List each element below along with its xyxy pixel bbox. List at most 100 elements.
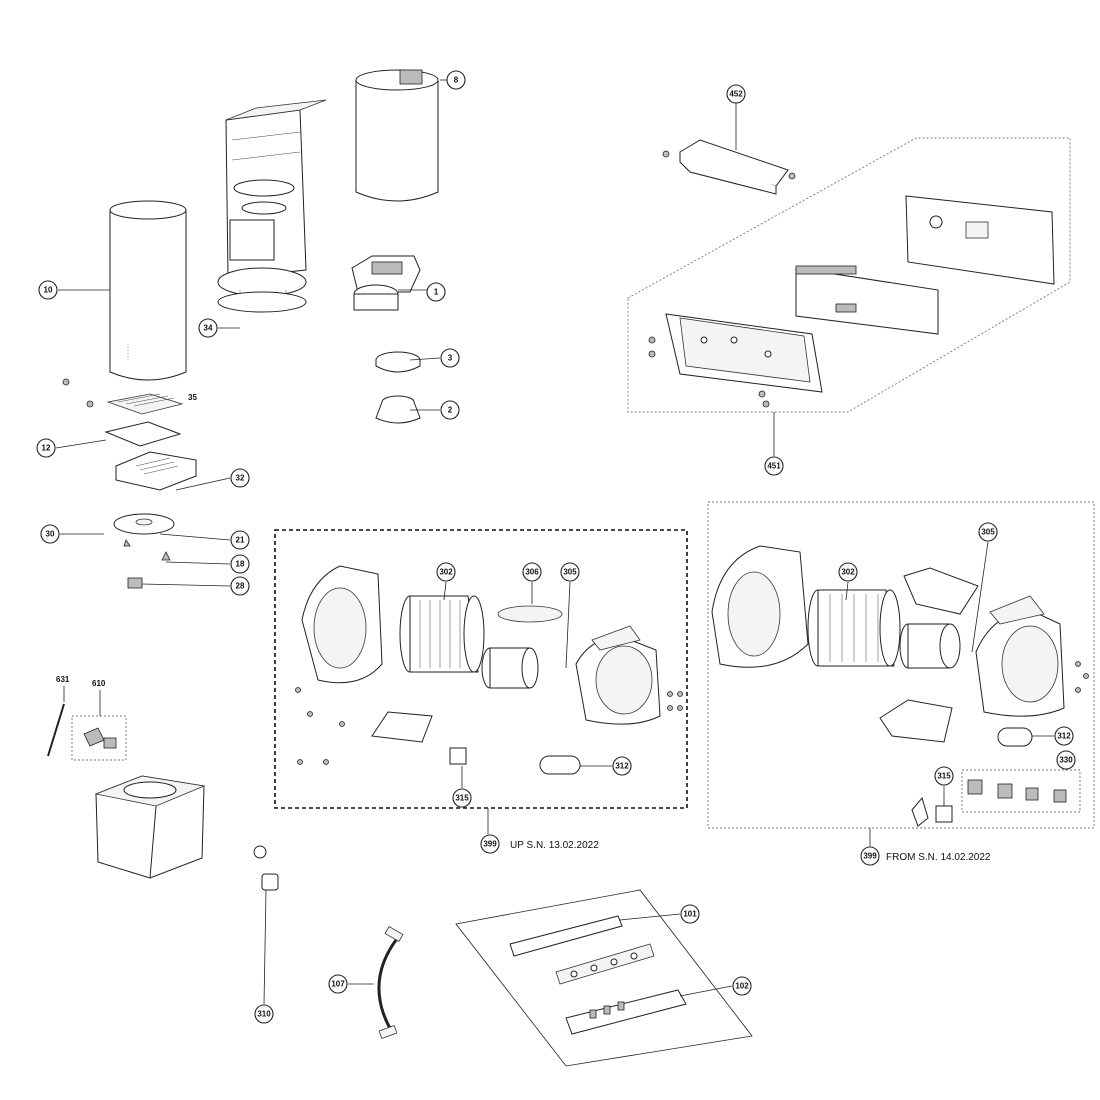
plenum-box — [94, 775, 206, 879]
svg-text:2: 2 — [448, 406, 453, 415]
gasket-306 — [497, 605, 563, 623]
callout-28: 28 — [230, 576, 250, 596]
svg-text:315: 315 — [937, 772, 951, 781]
impeller-302-a — [399, 595, 485, 673]
svg-text:305: 305 — [981, 528, 995, 537]
ring-3 — [375, 351, 421, 373]
callout-107: 107 — [328, 974, 348, 994]
bracket-a — [371, 711, 433, 743]
callout-302-a: 302 — [436, 562, 456, 582]
svg-text:28: 28 — [236, 582, 245, 591]
svg-text:30: 30 — [46, 530, 55, 539]
svg-text:399: 399 — [863, 852, 877, 861]
svg-text:32: 32 — [236, 474, 245, 483]
blower-shell-right-a — [575, 625, 661, 725]
callout-3: 3 — [440, 348, 460, 368]
motor-b — [899, 623, 961, 669]
callout-21: 21 — [230, 530, 250, 550]
cover-top-b — [903, 567, 979, 615]
caption-up-to: UP S.N. 13.02.2022 — [510, 840, 599, 851]
motor-housing-1 — [351, 255, 421, 311]
light-strip-107 — [377, 925, 404, 1040]
svg-text:312: 312 — [615, 762, 629, 771]
svg-text:302: 302 — [439, 568, 453, 577]
callout-10: 10 — [38, 280, 58, 300]
svg-text:3: 3 — [448, 354, 453, 363]
capacitor-312-a — [539, 755, 581, 775]
svg-text:306: 306 — [525, 568, 539, 577]
switch-315-a — [449, 747, 467, 765]
callout-306: 306 — [522, 562, 542, 582]
callout-30: 30 — [40, 524, 60, 544]
callout-315-a: 315 — [452, 788, 472, 808]
base-ring-21 — [113, 513, 175, 535]
svg-text:12: 12 — [42, 444, 51, 453]
adapter-2 — [375, 395, 421, 424]
label-35: 35 — [188, 393, 197, 402]
blower-shell-left-b — [711, 545, 809, 668]
callout-315-b: 315 — [934, 766, 954, 786]
svg-text:399: 399 — [483, 840, 497, 849]
pcb-middle — [555, 943, 655, 985]
svg-text:101: 101 — [683, 910, 697, 919]
callout-8: 8 — [446, 70, 466, 90]
callout-101: 101 — [680, 904, 700, 924]
capacitor-312-b — [997, 727, 1033, 747]
callout-302-b: 302 — [838, 562, 858, 582]
svg-text:305: 305 — [563, 568, 577, 577]
callout-310: 310 — [254, 1004, 274, 1024]
callout-399-b: 399 — [860, 846, 880, 866]
callout-399-a: 399 — [480, 834, 500, 854]
svg-text:452: 452 — [729, 90, 743, 99]
callout-12: 12 — [36, 438, 56, 458]
cylinder-cover-10 — [109, 200, 187, 381]
svg-text:8: 8 — [454, 76, 459, 85]
blower-shell-left-a — [301, 565, 383, 684]
callout-452: 452 — [726, 84, 746, 104]
label-610: 610 — [92, 679, 106, 688]
callout-2: 2 — [440, 400, 460, 420]
callout-1: 1 — [426, 282, 446, 302]
callout-312-b: 312 — [1054, 726, 1074, 746]
impeller-302-b — [807, 589, 901, 667]
plate-12 — [104, 421, 182, 447]
control-box-front — [665, 313, 823, 393]
svg-text:34: 34 — [204, 324, 213, 333]
screw-631 — [47, 703, 65, 757]
svg-text:310: 310 — [257, 1010, 271, 1019]
callout-102: 102 — [732, 976, 752, 996]
svg-text:312: 312 — [1057, 732, 1071, 741]
svg-text:315: 315 — [455, 794, 469, 803]
control-box-back — [905, 195, 1055, 285]
transformer-452 — [679, 139, 789, 195]
svg-text:102: 102 — [735, 982, 749, 991]
svg-text:302: 302 — [841, 568, 855, 577]
callout-34: 34 — [198, 318, 218, 338]
caption-from: FROM S.N. 14.02.2022 — [886, 852, 991, 863]
motor-a — [481, 647, 539, 689]
svg-text:107: 107 — [331, 980, 345, 989]
callout-451: 451 — [764, 456, 784, 476]
svg-text:10: 10 — [44, 286, 53, 295]
control-pcb — [795, 265, 939, 335]
svg-text:18: 18 — [236, 560, 245, 569]
callout-305-b: 305 — [978, 522, 998, 542]
svg-text:330: 330 — [1059, 756, 1073, 765]
motor-base — [115, 451, 197, 491]
pcb-102 — [565, 989, 687, 1035]
blower-shell-right-b — [975, 595, 1065, 717]
callout-32: 32 — [230, 468, 250, 488]
callout-18: 18 — [230, 554, 250, 574]
label-631: 631 — [56, 675, 70, 684]
cylinder-cover-8 — [355, 69, 439, 202]
filter-35 — [106, 393, 184, 415]
svg-text:21: 21 — [236, 536, 245, 545]
callout-305-a: 305 — [560, 562, 580, 582]
motor-frame — [217, 99, 327, 313]
cover-bottom-b — [879, 699, 953, 743]
switch-315-b — [935, 805, 953, 823]
pcb-101 — [509, 915, 623, 957]
callout-312-a: 312 — [612, 756, 632, 776]
lamp-310 — [253, 845, 279, 891]
